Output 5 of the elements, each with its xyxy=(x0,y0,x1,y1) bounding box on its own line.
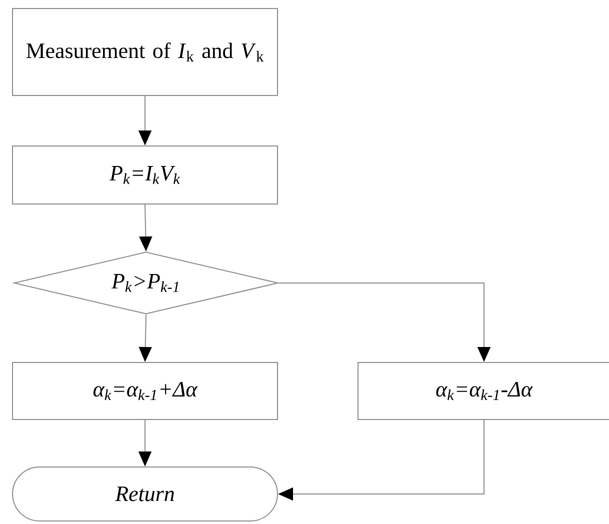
terminal-box: Return xyxy=(12,466,278,522)
process-box: Measurement of I$_{k}$ and V$_{k}$ xyxy=(12,8,278,96)
process-box: P$_{k}$=I$_{k}$V$_{k}$ xyxy=(12,146,278,204)
process-box: α$_{k}$=α$_{k-1}$+Δα xyxy=(12,362,278,420)
process-box: α$_{k}$=α$_{k-1}$-Δα xyxy=(358,362,609,420)
